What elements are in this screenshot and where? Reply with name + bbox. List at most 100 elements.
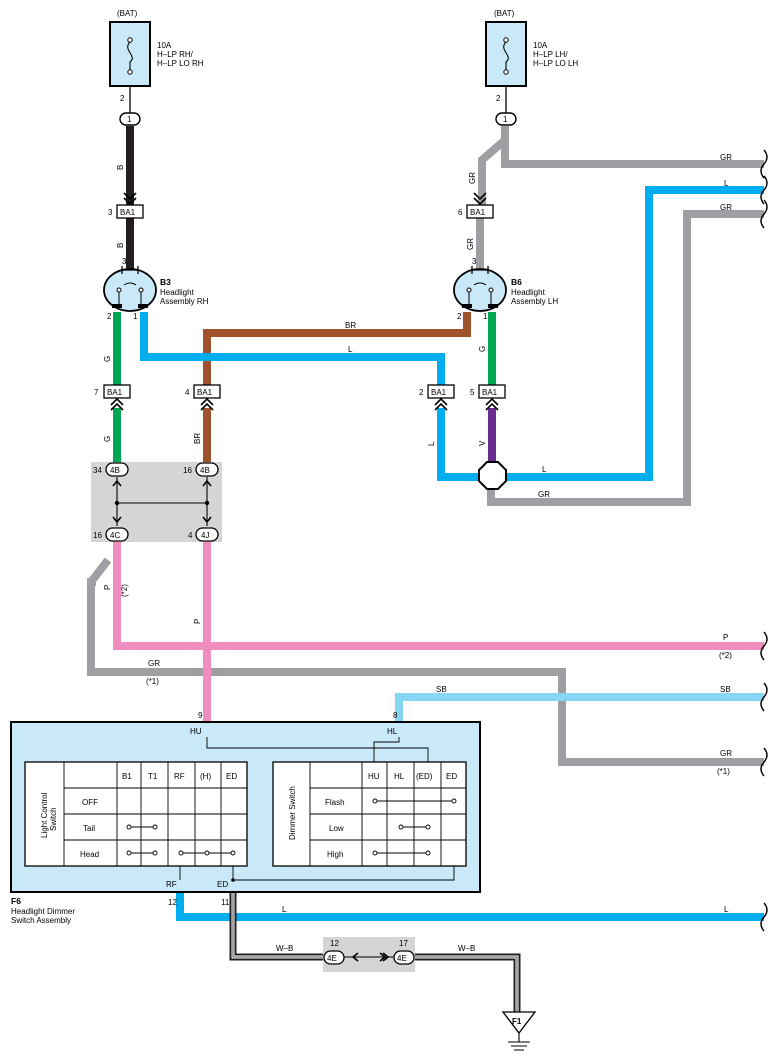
wire-gr-lh-splice	[478, 126, 509, 205]
label-wb-right: W–B	[458, 944, 475, 953]
connector-pin: 3	[108, 208, 113, 217]
dimmer-col-ed-paren: (ED)	[416, 772, 433, 781]
light-switch-row-off: OFF	[82, 798, 98, 807]
headlight-rh-name-2: Assembly RH	[160, 297, 209, 306]
wire-gr-to-right-top	[501, 140, 764, 168]
junction-pin: 16	[93, 531, 102, 540]
label-gr-relay: GR	[538, 490, 550, 499]
headlight-rh-name-1: Headlight	[160, 288, 195, 297]
dimmer-switch: Dimmer Switch HU HL (ED) ED Flash Low Hi…	[272, 761, 467, 867]
junction-block: 4B 34 4B 16 4C 16 4J 4	[91, 462, 222, 542]
headlight-lh-code: B6	[511, 277, 522, 287]
junction-connector-label: 4B	[110, 466, 120, 475]
label-v: V	[478, 440, 487, 446]
wire-end-6	[760, 747, 768, 777]
ground-junction-left-pin: 12	[330, 939, 339, 948]
headlight-lh-pin-top: 3	[472, 257, 477, 266]
connector-pin: 5	[470, 388, 475, 397]
ground-f1: F1	[501, 1011, 537, 1051]
dimmer-switch-title: Dimmer Switch	[288, 786, 297, 840]
connector-label: BA1	[197, 388, 213, 397]
connector-pin: 6	[458, 208, 463, 217]
wire-l-lower	[437, 408, 480, 481]
headlight-rh-code: B3	[160, 277, 171, 287]
ground-code: F1	[512, 1017, 522, 1026]
switch-pin-rf: 12	[168, 898, 177, 907]
connector-pin: 7	[94, 388, 99, 397]
label-sb-right: SB	[720, 685, 731, 694]
switch-term-rf: RF	[166, 880, 177, 889]
wire-sb	[395, 693, 764, 722]
junction-pin: 4	[188, 531, 193, 540]
headlight-lh-pin-right: 1	[483, 312, 488, 321]
light-switch-row-tail: Tail	[83, 824, 95, 833]
label-l-vert: L	[427, 441, 436, 446]
wire-l-bottom	[176, 893, 764, 921]
label-gr-1: GR	[468, 172, 477, 184]
fuse-rh: (BAT) 10A H–LP RH/ H–LP LO RH 2 1	[109, 9, 204, 126]
switch-assembly-name-2: Switch Assembly	[11, 916, 71, 925]
switch-term-ed: ED	[217, 880, 228, 889]
headlight-rh-pin-left: 2	[107, 312, 112, 321]
wire-gr-stub	[87, 557, 112, 585]
fuse-rh-name-1: H–LP RH/	[157, 50, 194, 59]
fuse-rh-supply: (BAT)	[117, 9, 138, 18]
junction-right-bottom: 4J 4	[188, 527, 219, 542]
wire-br	[203, 312, 471, 388]
headlight-rh-pin-top: 3	[122, 257, 127, 266]
label-p-2: P	[193, 619, 202, 624]
label-l-bottom-right: L	[724, 905, 729, 914]
dimmer-col-hl: HL	[394, 772, 405, 781]
fuse-lh-name-1: H–LP LH/	[533, 50, 568, 59]
label-g-1: G	[103, 356, 112, 362]
label-gr-2: GR	[466, 238, 475, 250]
wire-end-4	[760, 631, 768, 661]
connector-pin: 2	[419, 388, 424, 397]
junction-left-bottom: 4C 16	[93, 527, 129, 542]
light-switch-title-1: Light Control	[40, 792, 49, 838]
dimmer-row-high: High	[327, 850, 343, 859]
connector-ba1-l: BA1 2	[419, 384, 455, 411]
label-b-2: B	[116, 243, 125, 248]
light-switch-col-b1: B1	[122, 772, 132, 781]
wire-end-7	[760, 902, 768, 932]
connector-ba1-lh-top: BA1 6	[458, 204, 494, 219]
label-l-relay: L	[542, 465, 547, 474]
connector-pin: 4	[185, 388, 190, 397]
junction-connector-label: 4B	[200, 466, 210, 475]
connector-label: BA1	[120, 208, 136, 217]
ground-junction-left: 4E	[327, 954, 337, 963]
connector-ba1-br: BA1 4	[185, 384, 221, 411]
switch-assembly-code: F6	[11, 896, 21, 906]
label-g-2: G	[103, 436, 112, 442]
dimmer-col-ed: ED	[446, 772, 457, 781]
ground-junction: 12 17 4E 4E	[323, 937, 415, 972]
label-note2-vert: (*2)	[120, 584, 129, 597]
label-g-lh: G	[478, 346, 487, 352]
label-p-1: P	[103, 585, 112, 590]
headlight-lh-name-1: Headlight	[511, 288, 546, 297]
wire-wb-center	[232, 893, 518, 1012]
headlight-lh-name-2: Assembly LH	[511, 297, 558, 306]
label-br-vert: BR	[193, 433, 202, 444]
headlight-rh: 3 2 1 B3 Headlight Assembly RH	[103, 257, 209, 321]
wire-end-5	[760, 682, 768, 712]
fuse-lh-rating: 10A	[533, 41, 548, 50]
fuse-rh-splice: 1	[127, 115, 132, 124]
wire-p-left	[113, 542, 764, 650]
fuse-rh-name-2: H–LP LO RH	[157, 59, 204, 68]
fuse-lh-pin: 2	[496, 94, 501, 103]
junction-connector-label: 4J	[201, 531, 209, 540]
label-l-top: L	[724, 179, 729, 188]
dimmer-row-flash: Flash	[325, 798, 345, 807]
connector-ba1-rh-top: BA1 3	[108, 204, 144, 219]
headlight-rh-pin-right: 1	[133, 312, 138, 321]
junction-pin: 16	[183, 466, 192, 475]
junction-pin: 34	[93, 466, 102, 475]
wire-gr-right-second	[487, 210, 764, 506]
switch-pin-hu: 9	[198, 711, 203, 720]
light-switch-col-rf: RF	[174, 772, 185, 781]
light-control-switch: Light Control Switch B1 T1 RF (H) ED OFF…	[24, 761, 248, 867]
headlight-lh: 3 2 1 B6 Headlight Assembly LH	[453, 257, 558, 321]
